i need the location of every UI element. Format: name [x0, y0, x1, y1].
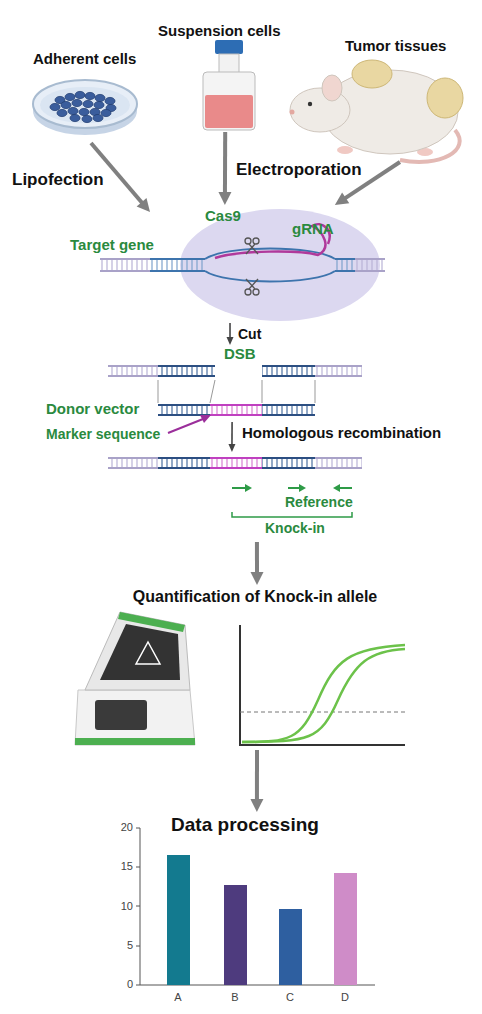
primer-arrows	[232, 484, 352, 492]
primer-label: Reference	[285, 494, 353, 510]
flow-arrow	[218, 132, 231, 205]
marker-pointer	[168, 419, 203, 433]
axis-tick: 0	[105, 978, 133, 991]
arrow-shaft	[255, 750, 259, 800]
axis-tick: 15	[105, 860, 133, 873]
scissors	[245, 238, 259, 295]
diagram-node: Adherent cells	[25, 48, 145, 143]
flow-arrow	[228, 422, 235, 452]
axis-category: D	[335, 991, 355, 1004]
amplification-plot	[240, 625, 405, 745]
part-label: Target gene	[70, 236, 154, 253]
arrow-head	[137, 198, 150, 212]
flow-arrow	[250, 542, 263, 585]
dsb-dna	[108, 366, 362, 403]
axis-tick: 5	[105, 939, 133, 952]
arrow-head	[218, 192, 231, 205]
edge-label: Lipofection	[12, 170, 104, 190]
edge-label: Homologous recombination	[242, 424, 441, 441]
arrow-head	[227, 337, 234, 345]
diagram-node: Donor vector	[40, 396, 325, 422]
part-label: Marker sequence	[46, 426, 160, 442]
petri-dish	[33, 80, 137, 135]
arrow-shaft	[231, 422, 233, 445]
diagram-node: ReferenceKnock-in	[100, 452, 372, 542]
diagram-node: Tumor tissues	[295, 34, 475, 162]
arrow-head	[335, 192, 349, 205]
diagram-node: Suspension cells	[155, 20, 290, 132]
axis-category: C	[280, 991, 300, 1004]
mouse	[290, 60, 464, 162]
flow-arrow	[250, 750, 263, 812]
edge-label: Cut	[238, 326, 261, 342]
arrow-head	[250, 572, 263, 585]
diagram-node: Data processing	[100, 812, 390, 1012]
part-label: gRNA	[292, 220, 334, 237]
edge-label: Electroporation	[236, 160, 362, 180]
node-heading: Suspension cells	[158, 22, 281, 39]
knockin-dna	[108, 458, 362, 517]
axis-category: B	[225, 991, 245, 1004]
primer-label: Knock-in	[265, 520, 325, 536]
axis-category: A	[168, 991, 188, 1004]
part-label: Cas9	[205, 207, 241, 224]
flow-arrow	[227, 323, 234, 345]
knockin-bracket	[232, 512, 352, 517]
arrow-head	[250, 799, 263, 812]
arrow-shaft	[255, 542, 259, 573]
diagram-node: DSB	[100, 345, 372, 381]
arrow-head	[228, 444, 235, 452]
node-heading: Tumor tissues	[345, 37, 446, 54]
axis-tick: 10	[105, 900, 133, 913]
part-label: Donor vector	[46, 400, 139, 417]
qpcr-machine	[75, 612, 195, 745]
part-label: DSB	[224, 345, 256, 362]
bar-chart	[136, 828, 375, 985]
arrow-shaft	[229, 323, 231, 338]
axis-tick: 20	[105, 821, 133, 834]
crispr-complex	[100, 209, 385, 321]
chart-title: Data processing	[100, 814, 390, 836]
culture-flask	[203, 40, 255, 130]
diagram-node: Quantification of Knock-in allele	[75, 585, 435, 750]
diagram-node: Cas9 gRNA	[150, 205, 387, 323]
node-heading: Adherent cells	[33, 50, 136, 67]
arrow-shaft	[223, 132, 227, 193]
step-heading: Quantification of Knock-in allele	[75, 588, 435, 606]
